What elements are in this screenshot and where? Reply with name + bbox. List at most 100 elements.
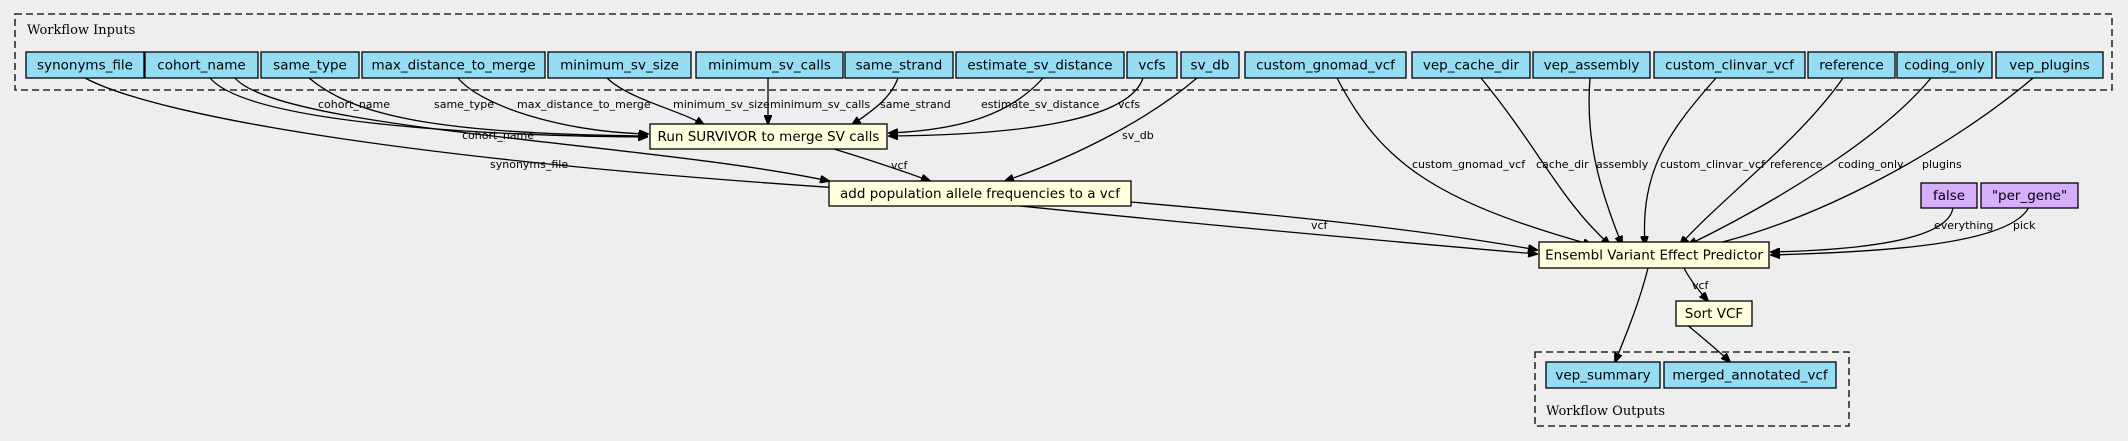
edge-vcfs bbox=[889, 77, 1144, 136]
svg-text:false: false bbox=[1933, 188, 1965, 204]
svg-text:minimum_sv_size: minimum_sv_size bbox=[560, 58, 679, 74]
edge-label-cache-dir: cache_dir bbox=[1536, 158, 1589, 171]
edge-label-everything: everything bbox=[1934, 219, 1993, 232]
input-same-strand[interactable]: same_strand bbox=[844, 51, 954, 79]
input-vcfs[interactable]: vcfs bbox=[1126, 51, 1178, 79]
edge-labels: cohort_name same_type max_distance_to_me… bbox=[318, 98, 2036, 292]
edge-survivor-vcf bbox=[833, 148, 930, 181]
edge-label-sv-db: sv_db bbox=[1122, 129, 1154, 142]
svg-text:synonyms_file: synonyms_file bbox=[37, 58, 133, 74]
edge-label-custom-gnomad-vcf: custom_gnomad_vcf bbox=[1412, 158, 1526, 171]
edge-sort-to-output bbox=[1684, 322, 1730, 362]
input-reference[interactable]: reference bbox=[1807, 51, 1896, 79]
svg-text:same_strand: same_strand bbox=[856, 58, 943, 74]
edge-vep-summary bbox=[1615, 267, 1649, 362]
default-nodes: false "per_gene" bbox=[1920, 182, 2079, 209]
input-vep-plugins[interactable]: vep_plugins bbox=[1995, 51, 2104, 79]
edge-plugins bbox=[1687, 77, 2034, 250]
step-run-survivor[interactable]: Run SURVIVOR to merge SV calls bbox=[649, 123, 888, 150]
output-nodes: vep_summary merged_annotated_vcf bbox=[1545, 361, 1837, 389]
output-merged-annotated-vcf[interactable]: merged_annotated_vcf bbox=[1663, 361, 1837, 389]
svg-text:Sort VCF: Sort VCF bbox=[1685, 306, 1743, 322]
edge-label-estimate-sv-distance: estimate_sv_distance bbox=[981, 98, 1099, 111]
edge-custom-gnomad-vcf bbox=[1336, 77, 1592, 245]
step-add-allele-frequencies[interactable]: add population allele frequencies to a v… bbox=[828, 180, 1132, 207]
workflow-inputs-title: Workflow Inputs bbox=[27, 23, 135, 38]
input-max-distance-to-merge[interactable]: max_distance_to_merge bbox=[361, 51, 546, 79]
input-cohort-name[interactable]: cohort_name bbox=[144, 51, 259, 79]
input-nodes: synonyms_file cohort_name same_type max_… bbox=[25, 51, 2104, 79]
workflow-outputs-title: Workflow Outputs bbox=[1546, 404, 1665, 419]
edge-assembly bbox=[1588, 77, 1622, 245]
edge-sv-db bbox=[1005, 77, 1198, 181]
edge-cohort-name-survivor bbox=[209, 77, 647, 137]
input-vep-cache-dir[interactable]: vep_cache_dir bbox=[1411, 51, 1531, 79]
input-minimum-sv-size[interactable]: minimum_sv_size bbox=[547, 51, 692, 79]
edge-estimate-sv-distance bbox=[889, 77, 1044, 133]
svg-text:"per_gene": "per_gene" bbox=[1992, 188, 2067, 204]
edge-label-plugins: plugins bbox=[1922, 158, 1962, 171]
svg-text:merged_annotated_vcf: merged_annotated_vcf bbox=[1672, 368, 1829, 384]
workflow-outputs-cluster: Workflow Outputs bbox=[1534, 351, 1850, 427]
edge-label-vcfs: vcfs bbox=[1118, 98, 1140, 111]
edge-label-same-strand: same_strand bbox=[880, 98, 951, 111]
edge-label-synonyms-file: synonyms_file bbox=[490, 158, 568, 171]
edge-same-strand bbox=[852, 77, 899, 125]
edge-label-same-type: same_type bbox=[434, 98, 494, 111]
edge-label-coding-only: coding_only bbox=[1838, 158, 1904, 171]
svg-text:custom_gnomad_vcf: custom_gnomad_vcf bbox=[1256, 58, 1396, 74]
svg-text:add population allele frequenc: add population allele frequencies to a v… bbox=[840, 186, 1121, 202]
input-minimum-sv-calls[interactable]: minimum_sv_calls bbox=[695, 51, 844, 79]
input-custom-gnomad-vcf[interactable]: custom_gnomad_vcf bbox=[1244, 51, 1407, 79]
input-custom-clinvar-vcf[interactable]: custom_clinvar_vcf bbox=[1653, 51, 1806, 79]
edge-label-custom-clinvar-vcf: custom_clinvar_vcf bbox=[1660, 158, 1766, 171]
edge-everything bbox=[1771, 206, 1954, 252]
edge-cohort-name-af bbox=[234, 77, 829, 181]
edge-label-minimum-sv-calls: minimum_sv_calls bbox=[770, 98, 870, 111]
svg-text:vep_assembly: vep_assembly bbox=[1544, 58, 1640, 74]
svg-text:Ensembl Variant Effect Predict: Ensembl Variant Effect Predictor bbox=[1545, 248, 1763, 264]
svg-text:coding_only: coding_only bbox=[1904, 58, 1984, 74]
edge-cache-dir bbox=[1480, 77, 1610, 245]
default-per-gene[interactable]: "per_gene" bbox=[1980, 182, 2079, 209]
default-false[interactable]: false bbox=[1920, 182, 1978, 209]
svg-text:max_distance_to_merge: max_distance_to_merge bbox=[371, 58, 535, 74]
edge-label-cohort-name: cohort_name bbox=[318, 98, 390, 111]
svg-text:vcfs: vcfs bbox=[1138, 58, 1165, 74]
edge-max-distance bbox=[457, 77, 648, 134]
input-coding-only[interactable]: coding_only bbox=[1896, 51, 1993, 79]
step-nodes: Run SURVIVOR to merge SV calls add popul… bbox=[649, 123, 1770, 327]
edge-label-af-vcf: vcf bbox=[1311, 219, 1329, 232]
input-synonyms-file[interactable]: synonyms_file bbox=[25, 51, 145, 79]
input-vep-assembly[interactable]: vep_assembly bbox=[1532, 51, 1651, 79]
edge-label-reference: reference bbox=[1770, 158, 1823, 171]
svg-text:cohort_name: cohort_name bbox=[157, 58, 245, 74]
svg-text:Run SURVIVOR to merge SV calls: Run SURVIVOR to merge SV calls bbox=[658, 129, 880, 145]
edge-af-vcf bbox=[1130, 201, 1537, 250]
edge-label-cohort-name-af: cohort_name bbox=[462, 129, 534, 142]
edge-vep-vcf bbox=[1683, 267, 1708, 301]
svg-text:minimum_sv_calls: minimum_sv_calls bbox=[708, 58, 831, 74]
input-sv-db[interactable]: sv_db bbox=[1180, 51, 1240, 79]
edge-label-vep-vcf: vcf bbox=[1692, 279, 1710, 292]
svg-text:vep_plugins: vep_plugins bbox=[2009, 58, 2089, 74]
edge-label-pick: pick bbox=[2013, 219, 2036, 232]
edge-label-survivor-vcf: vcf bbox=[891, 159, 909, 172]
svg-text:custom_clinvar_vcf: custom_clinvar_vcf bbox=[1665, 58, 1795, 74]
svg-text:vep_cache_dir: vep_cache_dir bbox=[1423, 58, 1520, 74]
svg-text:reference: reference bbox=[1819, 58, 1883, 74]
input-estimate-sv-distance[interactable]: estimate_sv_distance bbox=[955, 51, 1125, 79]
edge-coding-only bbox=[1688, 77, 1932, 245]
svg-text:same_type: same_type bbox=[273, 58, 347, 74]
output-vep-summary[interactable]: vep_summary bbox=[1545, 361, 1661, 389]
step-sort-vcf[interactable]: Sort VCF bbox=[1675, 300, 1753, 327]
edge-label-assembly: assembly bbox=[1596, 158, 1649, 171]
edge-reference bbox=[1680, 77, 1844, 245]
edge-pick bbox=[1771, 206, 2030, 255]
edge-same-type bbox=[308, 77, 647, 136]
edge-label-minimum-sv-size: minimum_sv_size bbox=[673, 98, 770, 111]
svg-text:sv_db: sv_db bbox=[1191, 58, 1230, 74]
step-ensembl-vep[interactable]: Ensembl Variant Effect Predictor bbox=[1538, 241, 1770, 269]
edge-minimum-sv-size bbox=[606, 77, 704, 125]
input-same-type[interactable]: same_type bbox=[260, 51, 360, 79]
